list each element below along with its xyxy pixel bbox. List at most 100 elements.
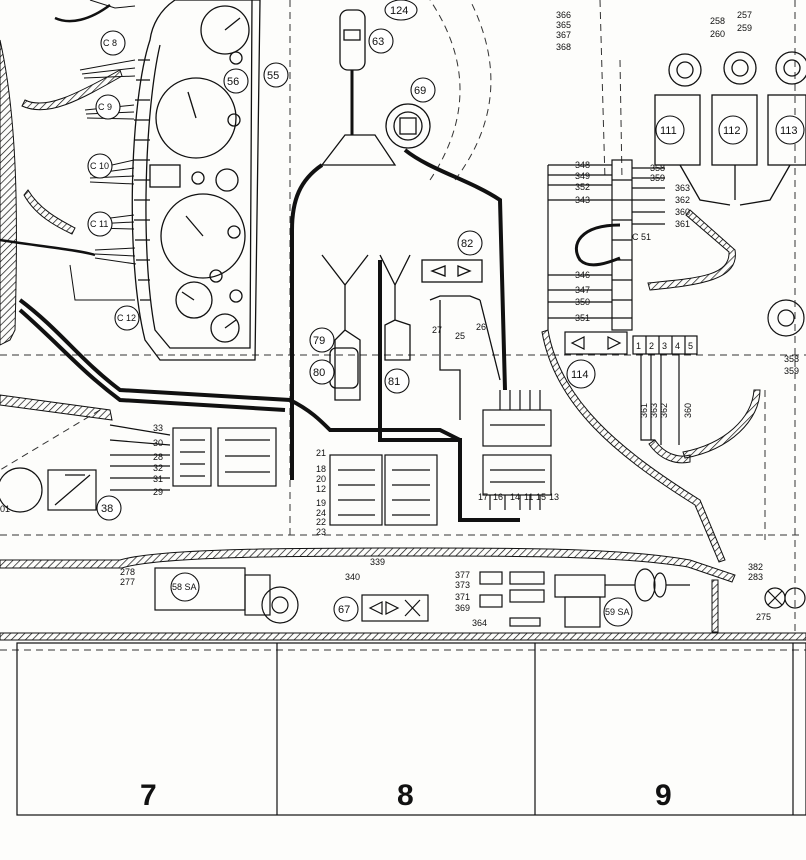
grid-column-9: 9 (655, 779, 672, 812)
wire-label: 362 (675, 195, 690, 205)
wire-label: 365 (556, 20, 571, 30)
wire-label: 347 (575, 285, 590, 295)
wire-label: 352 (575, 182, 590, 192)
wire-label: 359 (784, 366, 799, 376)
ref-56: 56 (227, 76, 239, 88)
grid-frame (16, 642, 806, 816)
wire-label: 362 (659, 403, 669, 418)
wire-label: 32 (153, 463, 163, 473)
stalk-switch (320, 9, 397, 166)
ref-82: 82 (461, 238, 473, 250)
wire-label: 260 (710, 29, 725, 39)
wire-label: 16 (493, 492, 503, 502)
wire-label: 382 (748, 562, 763, 572)
wire-label: 358 (784, 354, 799, 364)
wire-label: 259 (737, 23, 752, 33)
wire-label: 367 (556, 30, 571, 40)
ref-124: 124 (390, 5, 408, 17)
connector-c51 (547, 159, 665, 355)
wire-label: 343 (575, 195, 590, 205)
bottom-components (154, 299, 806, 628)
wire-label: 14 (510, 492, 520, 502)
ref-circles (87, 0, 805, 627)
wire-label: 377 (455, 570, 470, 580)
wire-label: 351 (575, 313, 590, 323)
connector-c10: C 10 (90, 161, 109, 171)
wire-label: 366 (556, 10, 571, 20)
ref-114: 114 (571, 369, 589, 381)
terminal-number: 2 (649, 341, 654, 351)
ref-58sa: 58 SA (172, 582, 197, 592)
wire-label: 361 (675, 219, 690, 229)
connector-c8: C 8 (103, 38, 117, 48)
right-harness (541, 209, 761, 563)
components-111-113 (654, 51, 806, 206)
terminal-number: 3 (662, 341, 667, 351)
ref-80: 80 (313, 367, 325, 379)
ref-69: 69 (414, 85, 426, 97)
terminal-number: 4 (675, 341, 680, 351)
wire-label: 31 (153, 474, 163, 484)
wire-label: 364 (472, 618, 487, 628)
wire-label: 17 (478, 492, 488, 502)
component-69 (385, 103, 431, 149)
wire-label: 360 (675, 207, 690, 217)
ref-111: 111 (660, 125, 677, 137)
bottom-cable (0, 547, 806, 641)
wire-label: 275 (756, 612, 771, 622)
wire-label: 358 (650, 163, 665, 173)
ref-63: 63 (372, 36, 384, 48)
wire-label: 283 (748, 572, 763, 582)
wire-label: 350 (575, 297, 590, 307)
wire-label: 18 (316, 464, 326, 474)
connector-c51: C 51 (632, 232, 651, 242)
wire-label: 30 (153, 438, 163, 448)
grid-column-7: 7 (140, 779, 157, 812)
wire-label: 20 (316, 474, 326, 484)
ref-113: 113 (780, 125, 798, 137)
edge-label: 01 (0, 504, 10, 514)
wire-label: 363 (649, 403, 659, 418)
terminal-number: 1 (636, 341, 641, 351)
wire-label: 371 (455, 592, 470, 602)
wire-label: 27 (432, 325, 442, 335)
wire-label: 368 (556, 42, 571, 52)
wire-label: 363 (675, 183, 690, 193)
wire-label: 21 (316, 448, 326, 458)
wire-label: 359 (650, 173, 665, 183)
wire-label: 369 (455, 603, 470, 613)
wire-label: 15 (536, 492, 546, 502)
wire-label: 348 (575, 160, 590, 170)
wire-label: 339 (370, 557, 385, 567)
ref-112: 112 (723, 125, 741, 137)
wire-label: 22 (316, 517, 326, 527)
ref-55: 55 (267, 70, 279, 82)
component-82 (421, 259, 501, 420)
ref-38: 38 (101, 503, 113, 515)
wire-label: 349 (575, 171, 590, 181)
wire-label: 346 (575, 270, 590, 280)
wire-label: 257 (737, 10, 752, 20)
wire-label: 25 (455, 331, 465, 341)
wire-label: 33 (153, 423, 163, 433)
wire-label: 360 (683, 403, 693, 418)
ref-59sa: 59 SA (605, 607, 630, 617)
wire-label: 340 (345, 572, 360, 582)
wire-label: 12 (316, 484, 326, 494)
wire-label: 29 (153, 487, 163, 497)
connector-c9: C 9 (98, 102, 112, 112)
wire-label: 277 (120, 577, 135, 587)
ref-79: 79 (313, 335, 325, 347)
wire-label: 24 (316, 508, 326, 518)
ref-81: 81 (388, 376, 400, 388)
wire-label: 23 (316, 527, 326, 537)
wire-label: 361 (639, 403, 649, 418)
wire-label: 11 (524, 492, 533, 502)
instrument-cluster (131, 0, 261, 361)
wire-label: 373 (455, 580, 470, 590)
wire-label: 26 (476, 322, 486, 332)
connector-c12: C 12 (117, 313, 136, 323)
left-cable-loom (0, 39, 123, 421)
